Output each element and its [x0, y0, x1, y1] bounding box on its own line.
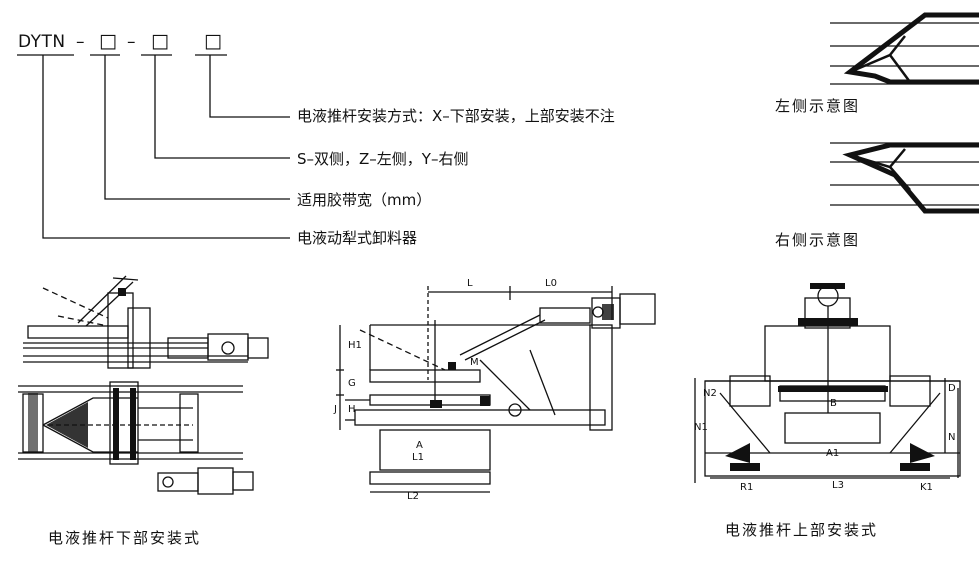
model-prefix: DYTN: [18, 32, 66, 52]
dim-D: D: [948, 383, 956, 394]
dim-A: A: [416, 440, 423, 451]
model-separator-2: –: [127, 32, 136, 52]
dim-L0: L0: [545, 278, 557, 289]
dim-A1: A1: [826, 448, 840, 459]
right-side-schematic: [830, 142, 979, 214]
caption-lower-mount: 电液推杆下部安装式: [48, 529, 202, 547]
left-side-label: 左侧示意图: [775, 97, 861, 115]
caption-upper-mount: 电液推杆上部安装式: [725, 521, 879, 539]
dim-H1: H1: [348, 340, 362, 351]
dim-H: H: [348, 404, 356, 415]
right-side-label: 右侧示意图: [775, 231, 861, 249]
dim-G: G: [348, 378, 356, 389]
dim-L3: L3: [832, 480, 844, 491]
dim-N1: N1: [694, 422, 708, 433]
legend-mount-method: 电液推杆安装方式：X–下部安装，上部安装不注: [297, 107, 615, 125]
legend-product-name: 电液动犁式卸料器: [297, 229, 418, 247]
dim-B: B: [830, 398, 837, 409]
left-side-schematic: [830, 12, 979, 85]
model-placeholder-2: □: [151, 30, 170, 52]
model-placeholder-3: □: [204, 30, 223, 52]
dim-L: L: [467, 278, 473, 289]
dim-L1: L1: [412, 452, 424, 463]
dim-M: M: [470, 357, 479, 368]
legend-side: S–双侧，Z–左侧，Y–右侧: [297, 150, 469, 168]
lower-mount-elevation-drawing: [336, 286, 656, 493]
dim-J: J: [334, 404, 337, 415]
legend-belt-width: 适用胶带宽（mm）: [297, 191, 432, 209]
model-placeholder-1: □: [99, 30, 118, 52]
dim-N: N: [948, 432, 956, 443]
model-separator-1: –: [76, 32, 85, 52]
lower-mount-drawing: [18, 275, 269, 495]
dim-N2: N2: [703, 388, 717, 399]
dim-R1: R1: [740, 482, 754, 493]
upper-mount-drawing: [694, 283, 961, 483]
dim-K1: K1: [920, 482, 933, 493]
dim-L2: L2: [407, 491, 419, 502]
